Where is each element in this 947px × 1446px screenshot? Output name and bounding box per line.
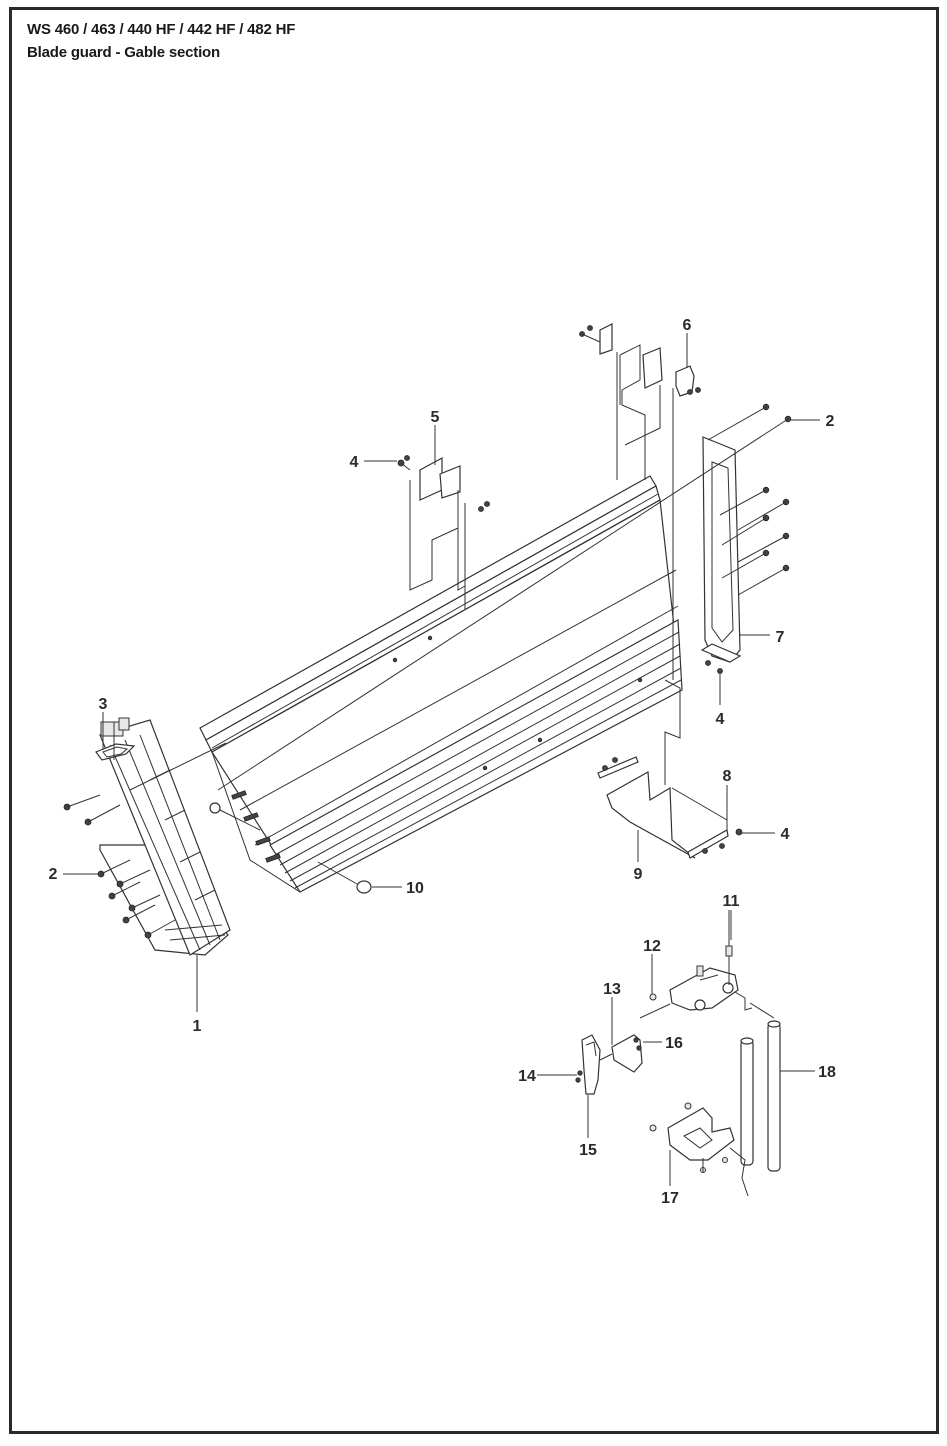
diagram-title: WS 460 / 463 / 440 HF / 442 HF / 482 HF (27, 21, 296, 38)
callout-6: 6 (683, 317, 692, 334)
callout-4-top: 4 (350, 454, 359, 471)
callout-11: 11 (723, 893, 740, 910)
part-17-bracket (649, 1102, 749, 1197)
callout-leaders (63, 333, 820, 1186)
callout-15: 15 (579, 1142, 597, 1159)
part-18-rods (740, 1002, 781, 1172)
callout-1: 1 (193, 1018, 202, 1035)
callout-labels: 1 2 2 3 4 4 4 5 6 7 8 9 10 11 12 13 14 1… (49, 317, 836, 1207)
callout-13: 13 (603, 981, 621, 998)
callout-2-right: 2 (826, 413, 835, 430)
callout-10: 10 (406, 880, 424, 897)
diagram-subtitle: Blade guard - Gable section (27, 44, 220, 61)
part-13-plate (611, 1034, 643, 1073)
callout-16: 16 (665, 1035, 683, 1052)
part-9-bracket (597, 679, 743, 859)
callout-9: 9 (634, 866, 643, 883)
part-3-gasket (95, 722, 136, 761)
callout-18: 18 (818, 1064, 836, 1081)
callout-17: 17 (661, 1190, 679, 1207)
callout-14: 14 (518, 1068, 536, 1085)
callout-2-left: 2 (49, 866, 58, 883)
part-5-bracket (397, 455, 490, 610)
callout-5: 5 (431, 409, 440, 426)
part-6-clip (675, 365, 701, 397)
callout-8: 8 (723, 768, 732, 785)
part-10-plug (209, 802, 372, 894)
part-1-screws (63, 742, 227, 939)
callout-3: 3 (99, 696, 108, 713)
part-1-end-cap (99, 717, 231, 956)
part-15-latch (575, 1034, 613, 1095)
hinge-assembly-upper (639, 910, 753, 1019)
callout-12: 12 (643, 938, 661, 955)
callout-4-middle: 4 (716, 711, 725, 728)
callout-7: 7 (776, 629, 785, 646)
blade-guard-housing (199, 475, 683, 893)
part-7-vertical-bracket (217, 403, 792, 791)
upper-right-brackets (579, 323, 674, 680)
callout-4-bottom: 4 (781, 826, 790, 843)
